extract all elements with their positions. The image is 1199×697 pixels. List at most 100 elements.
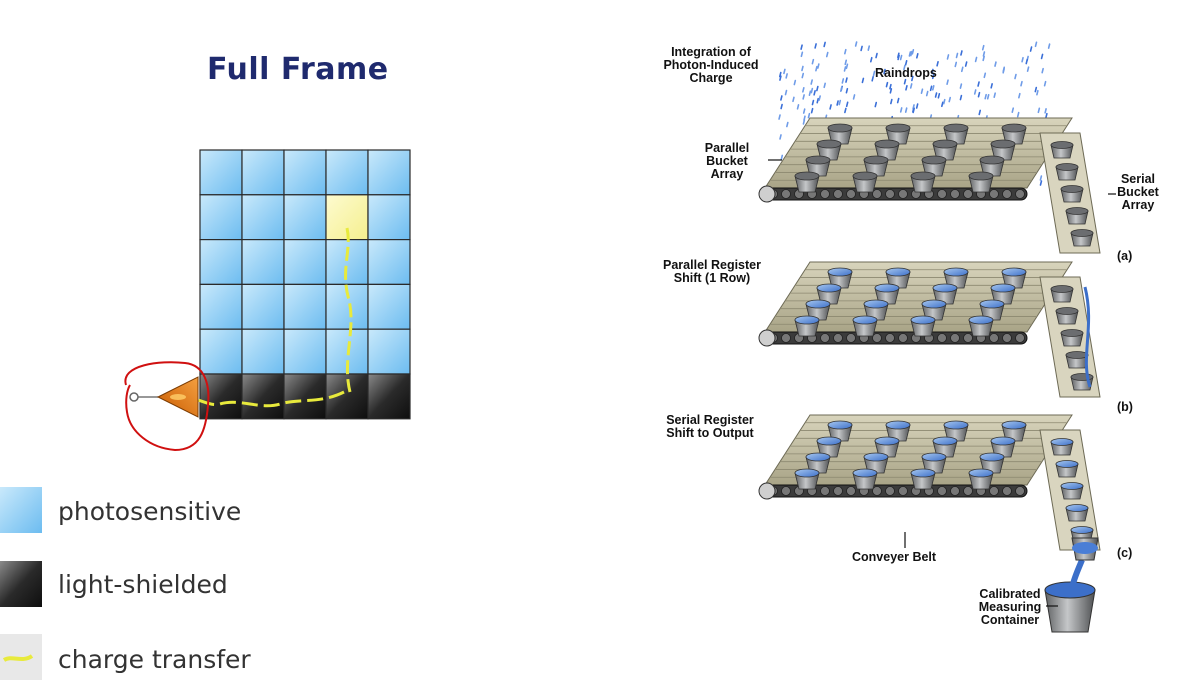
bucket-analogy-illustration xyxy=(758,41,1116,633)
raindrop xyxy=(1025,58,1029,65)
label-panel-c: (c) xyxy=(1117,546,1133,560)
raindrop xyxy=(779,75,782,81)
raindrop xyxy=(854,41,858,47)
raindrop xyxy=(852,94,856,100)
raindrop xyxy=(982,55,985,62)
raindrop xyxy=(838,99,842,106)
raindrop xyxy=(977,91,981,98)
raindrop xyxy=(802,86,805,93)
raindrop xyxy=(1034,86,1038,93)
raindrop xyxy=(899,54,903,61)
raindrop xyxy=(874,101,878,108)
pixel-photosensitive xyxy=(241,328,285,375)
raindrop xyxy=(869,56,873,63)
raindrop xyxy=(845,63,849,70)
pixel-photosensitive xyxy=(199,194,243,241)
panel-a-conveyor xyxy=(758,117,1101,254)
raindrop xyxy=(937,92,941,99)
pixel-photosensitive xyxy=(367,328,411,375)
raindrop xyxy=(816,85,819,92)
raindrop xyxy=(796,104,800,110)
raindrop xyxy=(1021,56,1024,63)
raindrop xyxy=(815,65,818,72)
raindrop xyxy=(912,107,915,114)
raindrop xyxy=(810,87,814,94)
raindrop xyxy=(780,103,783,110)
label-conveyer-belt: Conveyer Belt xyxy=(852,550,937,564)
raindrop xyxy=(818,95,821,101)
raindrop xyxy=(973,89,977,95)
raindrop xyxy=(829,104,832,110)
raindrop xyxy=(810,107,814,114)
raindrop xyxy=(1047,43,1051,49)
pixel-shielded xyxy=(283,373,327,420)
raindrop xyxy=(920,88,924,95)
raindrop xyxy=(802,94,805,100)
pixel-photosensitive xyxy=(199,149,243,196)
raindrop xyxy=(1040,53,1044,60)
raindrop xyxy=(909,83,913,89)
raindrop xyxy=(897,52,900,59)
raindrop xyxy=(1020,80,1023,87)
raindrop xyxy=(954,61,958,68)
label-panel-b: (b) xyxy=(1117,400,1133,414)
raindrop xyxy=(803,115,806,122)
raindrop xyxy=(955,52,959,59)
raindrop xyxy=(843,66,847,72)
raindrop xyxy=(780,95,783,101)
raindrop xyxy=(875,52,878,59)
raindrop xyxy=(810,79,813,85)
page-title: Full Frame xyxy=(207,52,389,87)
raindrop xyxy=(813,90,816,96)
pixel-photosensitive xyxy=(283,149,327,196)
calibrated-measuring-container xyxy=(1044,537,1099,633)
pixel-photosensitive xyxy=(283,194,327,241)
raindrop xyxy=(844,107,847,114)
raindrop xyxy=(780,154,784,161)
raindrop xyxy=(801,65,804,72)
legend-swatch-shielded xyxy=(0,561,42,607)
pixel-photosensitive xyxy=(283,328,327,375)
raindrop xyxy=(792,96,795,103)
raindrop xyxy=(783,68,786,75)
pixel-photosensitive xyxy=(283,283,327,330)
raindrop xyxy=(905,85,908,91)
pixel-shielded xyxy=(367,373,411,420)
raindrop xyxy=(811,99,815,106)
raindrop xyxy=(814,43,817,49)
raindrop xyxy=(993,92,996,98)
legend-label-photosensitive: photosensitive xyxy=(58,497,242,526)
raindrop xyxy=(811,58,815,65)
raindrop xyxy=(793,79,797,86)
raindrop xyxy=(931,68,934,75)
raindrop xyxy=(823,41,826,48)
raindrop xyxy=(974,56,978,63)
pixel-photosensitive xyxy=(325,149,369,196)
raindrop xyxy=(959,83,963,89)
raindrop xyxy=(904,59,908,66)
raindrop xyxy=(779,134,782,140)
charge-transfer-path xyxy=(197,227,353,408)
label-integration: Integration of Photon-Induced Charge xyxy=(663,45,759,85)
raindrop xyxy=(925,90,929,97)
raindrop xyxy=(915,52,919,59)
raindrop xyxy=(903,64,906,71)
raindrop xyxy=(845,87,849,94)
raindrop xyxy=(861,77,865,84)
raindrop xyxy=(844,48,847,55)
raindrop xyxy=(1037,107,1041,114)
raindrop xyxy=(844,59,848,66)
raindrop xyxy=(836,100,839,106)
label-parallel-register-shift: Parallel Register Shift (1 Row) xyxy=(663,258,761,285)
raindrop xyxy=(990,83,993,89)
hand-drawn-circle-annotation xyxy=(124,361,210,452)
raindrop xyxy=(946,54,950,60)
legend-label-transfer: charge transfer xyxy=(58,645,251,674)
raindrop xyxy=(931,73,935,80)
raindrop xyxy=(872,70,876,77)
pixel-photosensitive xyxy=(367,283,411,330)
raindrop xyxy=(817,63,820,69)
panel-b-conveyor xyxy=(758,261,1101,398)
pixel-photosensitive xyxy=(367,194,411,241)
raindrop xyxy=(802,108,806,114)
